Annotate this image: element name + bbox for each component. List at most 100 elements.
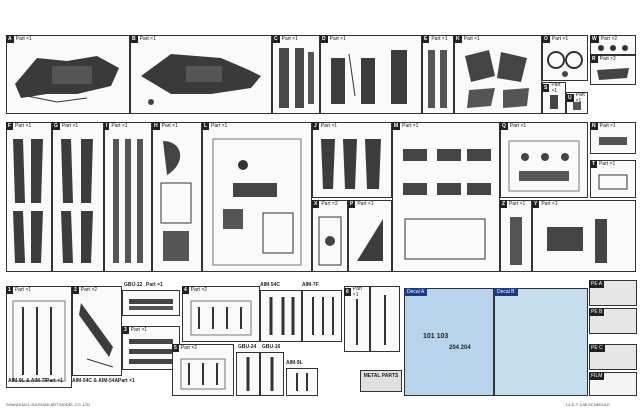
sprue-letter: H: [152, 122, 160, 130]
sprue-letter: C: [272, 35, 280, 43]
sprue-letter: S: [542, 84, 550, 92]
sprue-count: Part ×1: [320, 123, 338, 129]
aim54c-drawing: [269, 297, 295, 335]
sprue-5-drawing: [180, 358, 226, 390]
sprue-letter: G: [52, 122, 60, 130]
sprue-G-drawing: [61, 139, 93, 263]
sprue-count: Part ×1: [61, 123, 79, 129]
sprue-N-drawing: [599, 137, 627, 145]
sprue-count: Part ×1: [15, 123, 32, 129]
aim7f-drawing: [312, 297, 334, 335]
sprue-X-drawing: [318, 216, 342, 266]
sprue-count: Part ×1: [599, 161, 616, 167]
sprue-letter: N: [590, 122, 598, 130]
sprue-count: Part ×1: [599, 123, 616, 129]
sprue-B-drawing: [141, 54, 261, 105]
sprue-letter: 6: [344, 288, 351, 296]
sprue-letter: 5: [172, 344, 179, 352]
sprue-letter: T: [590, 160, 598, 168]
aim54c-label: AIM-54C: [260, 282, 281, 288]
sprue-count: Part ×2: [180, 345, 198, 351]
decal-a-numbers-1: 101 103: [423, 333, 449, 340]
sprue-count: Part ×2: [190, 287, 208, 293]
sprue-count: Part ×2: [321, 201, 338, 207]
film-title: FILM: [589, 372, 605, 380]
sprue-Q-drawing: [508, 140, 580, 192]
sprue-A-drawing: [15, 56, 119, 103]
pe-b: PE B: [589, 308, 637, 334]
gbu16-label: GBU-16: [262, 344, 281, 350]
sprue-count: Part ×1: [281, 36, 298, 42]
gbu12-sprue: [122, 290, 180, 316]
sprue-letter: Y: [532, 200, 540, 208]
decal-a-title: Decal A: [404, 288, 428, 296]
metal-parts-box: METAL PARTS: [360, 370, 402, 392]
pe-a: PE A: [589, 280, 637, 306]
sprue-count: Part ×1: [431, 36, 448, 42]
sprue-count: Part ×1: [551, 36, 569, 42]
sprue-count: Part ×1: [130, 327, 148, 333]
sprue-count: Part ×1: [575, 92, 585, 104]
pe-b-title: PE B: [589, 308, 605, 316]
sprue-2-drawing: [79, 303, 114, 368]
sprue-4-drawing: [190, 300, 252, 336]
sprue-C-drawing: [279, 48, 314, 108]
gbu12-drawing: [129, 299, 173, 310]
aim9l-aim7f-count: Part ×1: [46, 378, 63, 384]
sprue-letter: U: [566, 94, 574, 102]
sprue-J-drawing: [321, 139, 381, 189]
sprue-6-drawing: [356, 299, 358, 345]
sprue-Y-drawing: [547, 219, 607, 263]
sprue-count: Part ×1: [211, 123, 228, 129]
sprue-K-drawing: [465, 50, 529, 108]
sprue-count: Part ×1: [111, 123, 128, 129]
sprue-F-drawing: [13, 139, 43, 263]
sprue-letter: 1: [6, 286, 13, 294]
sprue-Z-drawing: [510, 217, 522, 265]
sprue-letter: O: [542, 35, 550, 43]
sprue-count: Part ×2: [599, 56, 616, 62]
gbu16-sprue: [260, 352, 284, 396]
sprue-count: Part ×1: [463, 36, 480, 42]
sprue-count: Part ×1: [161, 123, 178, 129]
decal-a-numbers-2: 204 204: [449, 345, 471, 351]
decal-sheet-a: Decal A 101 103 204 204: [404, 288, 494, 396]
aim7f-sprue: [302, 290, 342, 342]
aim54c-sprue: [260, 290, 302, 342]
film: FILM: [589, 372, 637, 396]
sprue-count: Part ×1: [15, 36, 32, 42]
decal-sheet-b: Decal B: [494, 288, 588, 396]
aim54c-aim54a-count: Part ×1: [118, 378, 135, 384]
aim9l-label: AIM-9L: [286, 360, 303, 366]
sprue-count: Part ×1: [509, 201, 526, 207]
sprue-letter: J: [312, 122, 319, 130]
sprue-count: Part ×2: [80, 287, 98, 293]
sprue-E-drawing: [428, 50, 447, 108]
sprue-letter: K: [454, 35, 462, 43]
aim9l-drawing: [296, 373, 308, 391]
sprue-I-drawing: [113, 139, 143, 263]
sprue-count: Part ×1: [329, 36, 346, 42]
sprue-letter: Q: [500, 122, 508, 130]
sprue-M-drawing: [403, 149, 491, 260]
sprue-letter: R: [590, 55, 598, 63]
gbu16-drawing: [270, 357, 274, 391]
sprue-3-drawing: [129, 339, 173, 364]
gbu24-label: GBU-24: [238, 344, 257, 350]
sprue-letter: E: [422, 35, 430, 43]
sprue-L-drawing: [212, 138, 302, 266]
